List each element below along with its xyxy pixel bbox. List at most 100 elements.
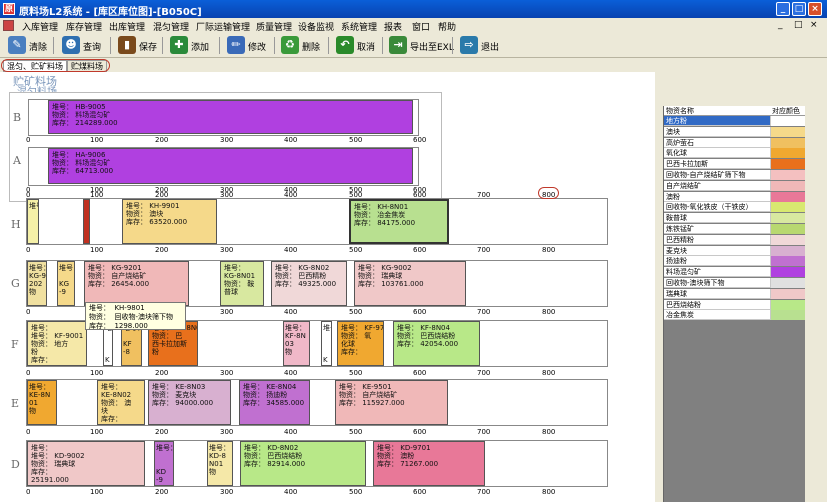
tick: 800 (542, 488, 556, 496)
menu-quality[interactable]: 质量管理 (256, 23, 293, 33)
child-close-button[interactable]: × (810, 20, 818, 30)
menu-inbound[interactable]: 入库管理 (22, 23, 59, 33)
legend-material-name: 巴西卡拉加斯 (666, 160, 708, 169)
legend-row[interactable]: 鞍普球 (664, 213, 806, 224)
menu-system[interactable]: 系统管理 (341, 23, 378, 33)
legend-row[interactable]: 回收物-自产烧结矿筛下物 (664, 170, 806, 180)
pile-kf-8n03[interactable]: 堆号： KF-8N 03 物 (283, 321, 310, 366)
close-button[interactable]: × (808, 2, 822, 16)
pile-kd-8n01[interactable]: 堆号： KD-8 N01 物 (207, 441, 233, 486)
pile-kg-9202[interactable]: 堆号： KG-9 202 物 (27, 261, 47, 306)
pile-ke-8n04[interactable]: 堆号： KE-8N04 物资： 扬迪粉 库存： 34585.000 (239, 380, 310, 425)
legend-row[interactable]: 巴西烧结粉 (664, 299, 806, 310)
tick: 500 (349, 308, 363, 316)
legend-row[interactable]: 澳粉 (664, 191, 806, 202)
legend-row[interactable]: 地方粉 (664, 116, 806, 126)
row-label-f: F (11, 338, 19, 351)
legend-row[interactable]: 回收物-澳块筛下物 (664, 278, 806, 288)
legend-row[interactable]: 扬迪粉 (664, 256, 806, 267)
pile-kg-9201[interactable]: 堆号： KG-9201 物资： 自产烧结矿 库存： 26454.000 (84, 261, 189, 306)
pile-kd-9[interactable]: 堆号： KD -9 (154, 441, 174, 486)
minimize-button[interactable]: _ (776, 2, 790, 16)
menu-inventory[interactable]: 库存管理 (66, 23, 103, 33)
add-icon: ✚ (170, 36, 188, 54)
tick: 600 (413, 136, 427, 144)
tick: 200 (155, 136, 169, 144)
legend-color-swatch (770, 267, 806, 278)
legend-color-swatch (770, 299, 806, 310)
tick: 700 (477, 369, 491, 377)
legend-material-name: 回收物-自产烧结矿筛下物 (666, 171, 746, 179)
menu-transport[interactable]: 厂际运输管理 (196, 23, 251, 33)
legend-row[interactable]: 炼铁锰矿 (664, 224, 806, 234)
legend-row[interactable]: 自产烧结矿 (664, 180, 806, 191)
menu-window[interactable]: 窗口 (412, 23, 431, 33)
legend-row[interactable]: 麦克块 (664, 245, 806, 256)
window-title: 原料场L2系统 - [库区库位图]-[B050C] (19, 7, 202, 18)
child-minimize-button[interactable]: _ (778, 20, 783, 30)
maximize-button[interactable]: □ (792, 2, 806, 16)
tick: 500 (349, 369, 363, 377)
yard-map-canvas[interactable]: 贮矿料场 混匀料场 B 堆号： HB-9005 物资： 料场混匀矿 库存： 21… (0, 72, 655, 502)
tick: 600 (413, 191, 427, 199)
menu-help[interactable]: 帮助 (438, 23, 457, 33)
menu-report[interactable]: 报表 (384, 23, 403, 33)
legend-row[interactable]: 回收物-氧化铁皮（干铁皮） (664, 202, 806, 213)
pile-ke-8n03[interactable]: 堆号： KE-8N03 物资： 麦克块 库存： 94000.000 (148, 380, 231, 425)
legend-row[interactable]: 巴西卡拉加斯 (664, 159, 806, 170)
material-legend-grid: 物资名称 对应颜色 地方粉澳块高炉萤石氧化球巴西卡拉加斯回收物-自产烧结矿筛下物… (663, 106, 806, 502)
legend-material-name: 麦克块 (666, 246, 687, 255)
tick: 400 (284, 488, 298, 496)
pile-kg-9002[interactable]: 堆号： KG-9002 物资： 瑞典球 库存： 103761.000 (354, 261, 466, 306)
legend-header: 物资名称 对应颜色 (664, 106, 806, 116)
pile-kh-narrow[interactable]: 堆号： K (27, 199, 39, 244)
legend-color-swatch (770, 159, 806, 170)
pile-ke-8n02[interactable]: 堆号： KE-8N02 物资： 澳 块 库存： (97, 380, 145, 425)
pile-kf-narrow-2[interactable]: 堆号： K (321, 321, 332, 366)
legend-row[interactable]: 巴西精粉 (664, 234, 806, 245)
pile-hb-9005[interactable]: 堆号： HB-9005 物资： 料场混匀矿 库存： 214289.000 (48, 100, 413, 134)
tick: 800 (542, 191, 556, 199)
pile-kd-8n02[interactable]: 堆号： KD-8N02 物资： 巴西烧结粉 库存： 82914.000 (240, 441, 366, 486)
toolbar-separator (452, 37, 453, 54)
pile-ha-9006[interactable]: 堆号： HA-9006 物资： 料场混匀矿 库存： 64713.000 (48, 148, 413, 184)
document-icon (3, 20, 14, 31)
legend-top-area (663, 72, 827, 106)
pile-kh-red[interactable] (83, 199, 90, 244)
pile-kf-8n04[interactable]: 堆号： KF-8N04 物资： 巴西烧结粉 库存： 42054.000 (393, 321, 480, 366)
tick: 800 (542, 369, 556, 377)
splitter[interactable] (655, 72, 663, 502)
legend-row[interactable]: 氧化球 (664, 148, 806, 159)
pile-tooltip: 堆号： KH-9801 物资： 回收物-澳块筛下物 库存： 1298.000 (85, 302, 186, 330)
pile-kf-9702[interactable]: 堆号： KF-9702 物资： 氧 化球 库存： (337, 321, 384, 366)
pile-ke-9501[interactable]: 堆号： KE-9501 物资： 自产烧结矿 库存： 115927.000 (335, 380, 448, 425)
menu-equipment[interactable]: 设备监视 (298, 23, 335, 33)
pile-ke-8n01[interactable]: 堆号： KE-8N 01 物 (27, 380, 57, 425)
pile-kg-9[interactable]: 堆号： KG -9 (57, 261, 75, 306)
legend-row[interactable]: 冶金焦炭 (664, 310, 806, 321)
pile-kh-9901[interactable]: 堆号： KH-9901 物资： 澳块 库存： 63520.000 (122, 199, 217, 244)
tick: 100 (90, 488, 104, 496)
pile-kh-8n01[interactable]: 堆号： KH-8N01 物资： 冶金焦炭 库存： 84175.000 (349, 199, 449, 244)
legend-row[interactable]: 高炉萤石 (664, 137, 806, 148)
child-restore-button[interactable]: □ (794, 20, 803, 30)
menu-blending[interactable]: 混匀管理 (153, 23, 190, 33)
tick: 200 (155, 488, 169, 496)
legend-scrollbar[interactable] (805, 106, 827, 502)
exit-icon: ⇨ (460, 36, 478, 54)
tick: 400 (284, 191, 298, 199)
tick: 500 (349, 428, 363, 436)
pile-kg-8n01[interactable]: 堆号： KG-8N01 物资： 鞍 普球 (220, 261, 264, 306)
legend-material-name: 鞍普球 (666, 214, 687, 223)
legend-row[interactable]: 瑞典球 (664, 288, 806, 299)
pile-kd-9002[interactable]: 堆号： 堆号： KD-9002 物资： 瑞典球 库存： 25191.000 (27, 441, 145, 486)
menu-outbound[interactable]: 出库管理 (109, 23, 146, 33)
legend-row[interactable]: 澳块 (664, 126, 806, 137)
pile-kf-9001[interactable]: 堆号： 堆号： KF-9001 物资： 地方 粉 库存： (27, 321, 87, 366)
tick: 600 (413, 369, 427, 377)
menu-bar: 入库管理 库存管理 出库管理 混匀管理 厂际运输管理 质量管理 设备监视 系统管… (0, 18, 827, 33)
pile-kd-9701[interactable]: 堆号： KD-9701 物资： 澳粉 库存： 71267.000 (373, 441, 485, 486)
pile-kg-8n02[interactable]: 堆号： KG-8N02 物资： 巴西精粉 库存： 49325.000 (271, 261, 347, 306)
tick: 300 (220, 186, 234, 194)
legend-row[interactable]: 料场混匀矿 (664, 267, 806, 278)
